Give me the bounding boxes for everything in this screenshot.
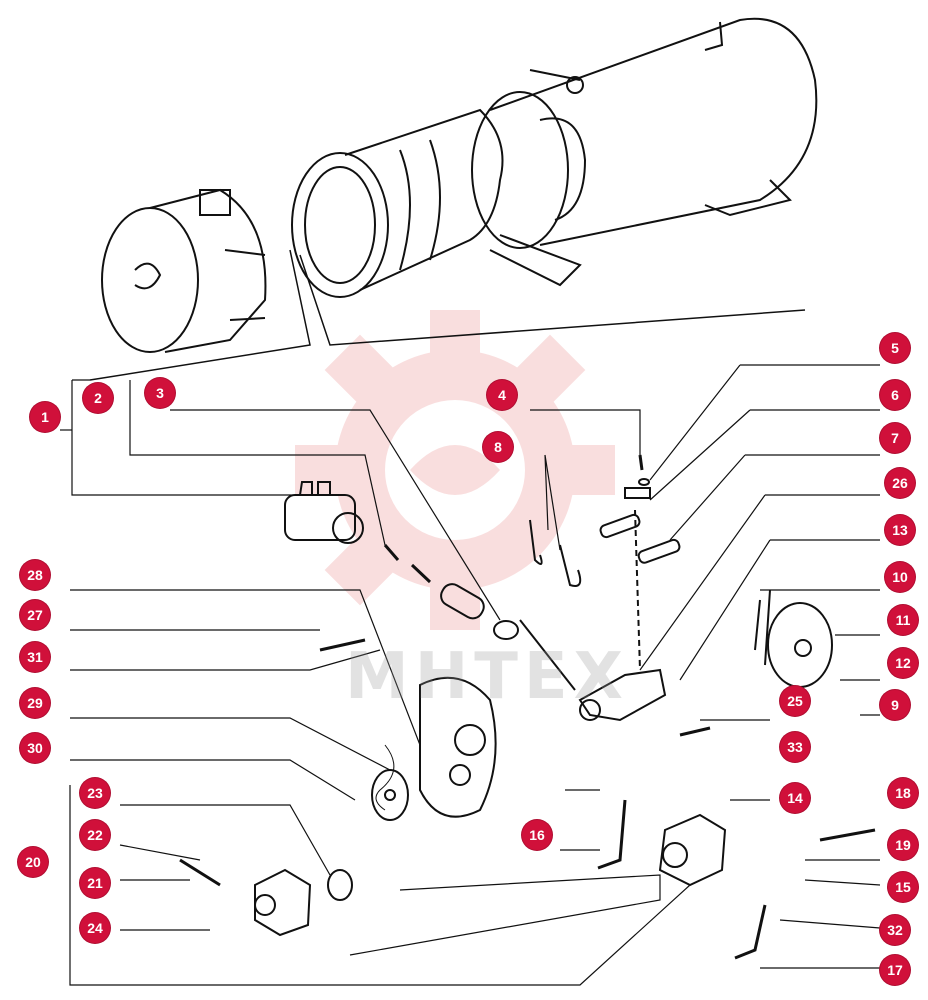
callout-3: 3 xyxy=(145,378,175,408)
callout-18: 18 xyxy=(888,778,918,808)
callout-32: 32 xyxy=(880,915,910,945)
callout-29: 29 xyxy=(20,688,50,718)
callout-23: 23 xyxy=(80,778,110,808)
callout-26: 26 xyxy=(885,468,915,498)
combustion-tube xyxy=(291,108,504,298)
callout-22: 22 xyxy=(80,820,110,850)
mounting-plate xyxy=(419,676,497,818)
callout-17: 17 xyxy=(880,955,910,985)
flange-disc xyxy=(754,589,833,688)
valve-body xyxy=(519,509,667,722)
callout-16: 16 xyxy=(522,820,552,850)
callout-6: 6 xyxy=(880,380,910,410)
callout-11: 11 xyxy=(888,605,918,635)
small-pump xyxy=(254,868,312,937)
callout-19: 19 xyxy=(888,830,918,860)
callout-15: 15 xyxy=(888,872,918,902)
callout-20: 20 xyxy=(18,847,48,877)
solenoid-part xyxy=(284,481,364,544)
callout-8: 8 xyxy=(483,432,513,462)
callout-4: 4 xyxy=(487,380,517,410)
callout-10: 10 xyxy=(885,562,915,592)
callout-33: 33 xyxy=(780,732,810,762)
callout-14: 14 xyxy=(780,783,810,813)
callout-13: 13 xyxy=(885,515,915,545)
callout-7: 7 xyxy=(880,423,910,453)
callout-28: 28 xyxy=(20,560,50,590)
callout-25: 25 xyxy=(780,686,810,716)
callout-1: 1 xyxy=(30,402,60,432)
fuel-pump xyxy=(658,813,727,887)
end-cap xyxy=(101,188,267,353)
callout-21: 21 xyxy=(80,868,110,898)
callout-9: 9 xyxy=(880,690,910,720)
watermark-gear-icon xyxy=(295,310,615,630)
callout-12: 12 xyxy=(888,648,918,678)
heater-cylinder xyxy=(471,17,818,287)
callout-30: 30 xyxy=(20,733,50,763)
callout-5: 5 xyxy=(880,333,910,363)
callout-2: 2 xyxy=(83,383,113,413)
watermark-text: MHTEX xyxy=(345,640,629,714)
callout-24: 24 xyxy=(80,913,110,943)
callout-31: 31 xyxy=(20,642,50,672)
callout-27: 27 xyxy=(20,600,50,630)
